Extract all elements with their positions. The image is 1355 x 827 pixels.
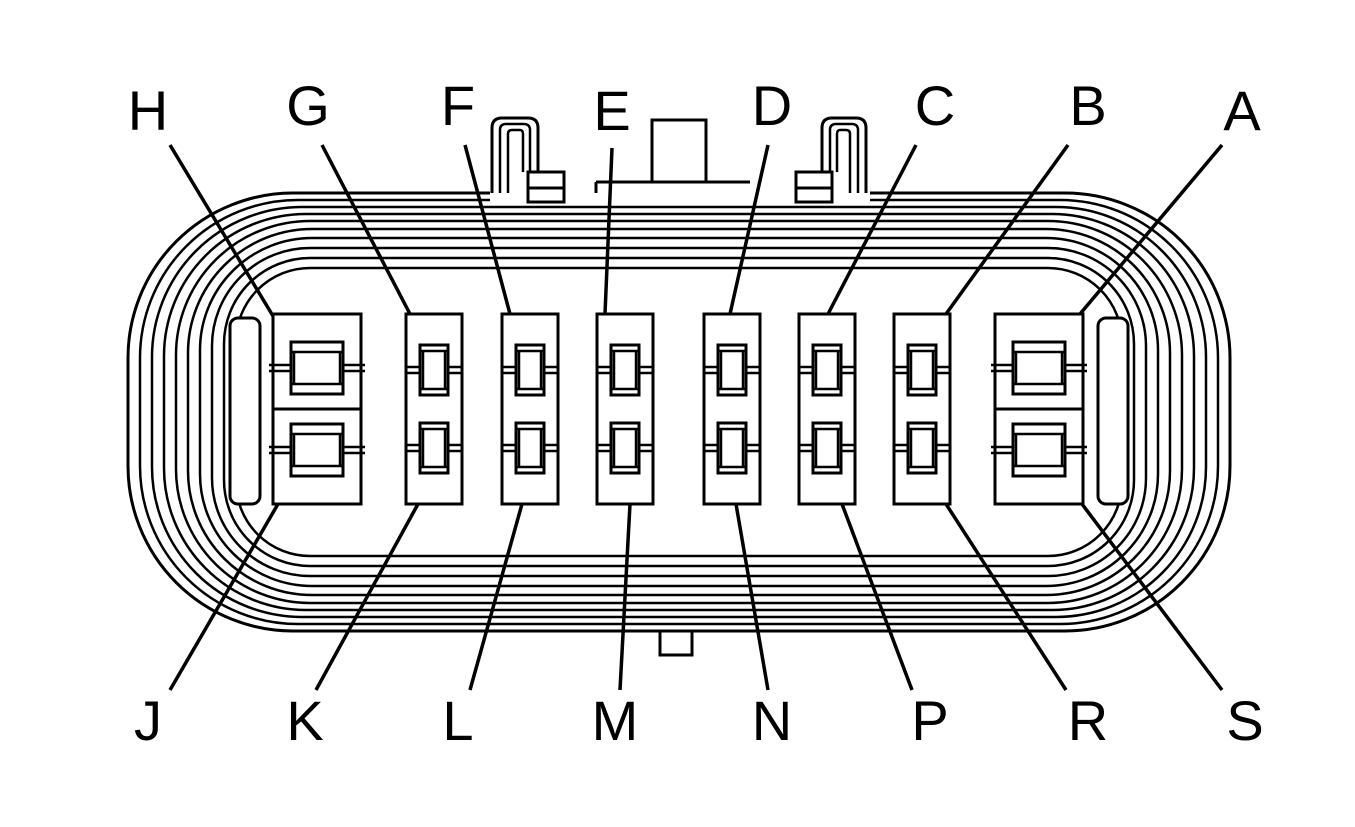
cavity-column xyxy=(991,312,1087,506)
leader-line-j xyxy=(168,503,280,691)
pin-label-d: D xyxy=(752,74,792,137)
leader-line-e xyxy=(603,147,614,315)
leader-line-f xyxy=(463,144,512,315)
pin-label-c: C xyxy=(915,74,955,137)
pin-label-h: H xyxy=(128,79,168,142)
leader-line-s xyxy=(1080,502,1224,692)
pin-label-e: E xyxy=(593,79,630,142)
pin-label-m: M xyxy=(592,689,639,752)
pin-label-g: G xyxy=(286,74,330,137)
side-slots xyxy=(228,316,1130,506)
cavity-column xyxy=(702,312,762,506)
pin-label-j: J xyxy=(134,689,162,752)
top-pin-labels: H G F E D C B A xyxy=(128,74,1262,142)
cavity-column xyxy=(500,312,560,506)
leader-line-n xyxy=(734,503,770,691)
terminal-cavities xyxy=(269,312,1087,506)
leader-line-h xyxy=(168,144,275,317)
leader-line-l xyxy=(468,503,524,691)
leader-line-r xyxy=(944,503,1068,691)
bottom-key xyxy=(658,629,694,657)
leader-line-b xyxy=(944,143,1070,316)
pin-label-k: K xyxy=(286,689,323,752)
leader-line-p xyxy=(840,503,914,691)
pin-label-p: P xyxy=(911,689,948,752)
leader-line-k xyxy=(314,503,420,691)
pin-label-n: N xyxy=(752,689,792,752)
leader-line-d xyxy=(728,144,770,315)
cavity-column xyxy=(892,312,952,506)
leader-line-g xyxy=(320,144,412,315)
leader-line-c xyxy=(826,144,918,315)
pin-label-b: B xyxy=(1069,74,1106,137)
cavity-column xyxy=(404,312,464,506)
pin-label-s: S xyxy=(1226,689,1263,752)
pin-label-l: L xyxy=(442,689,473,752)
pin-label-r: R xyxy=(1068,689,1108,752)
leader-line-m xyxy=(618,503,632,691)
leader-lines xyxy=(168,143,1224,692)
cavity-column xyxy=(269,312,365,506)
top-latch xyxy=(490,115,870,205)
leader-line-a xyxy=(1078,143,1224,316)
cavity-column xyxy=(797,312,857,506)
cavity-column xyxy=(595,312,655,506)
bottom-pin-labels: J K L M N P R S xyxy=(134,689,1264,752)
pin-label-a: A xyxy=(1223,79,1261,142)
pin-label-f: F xyxy=(441,74,475,137)
